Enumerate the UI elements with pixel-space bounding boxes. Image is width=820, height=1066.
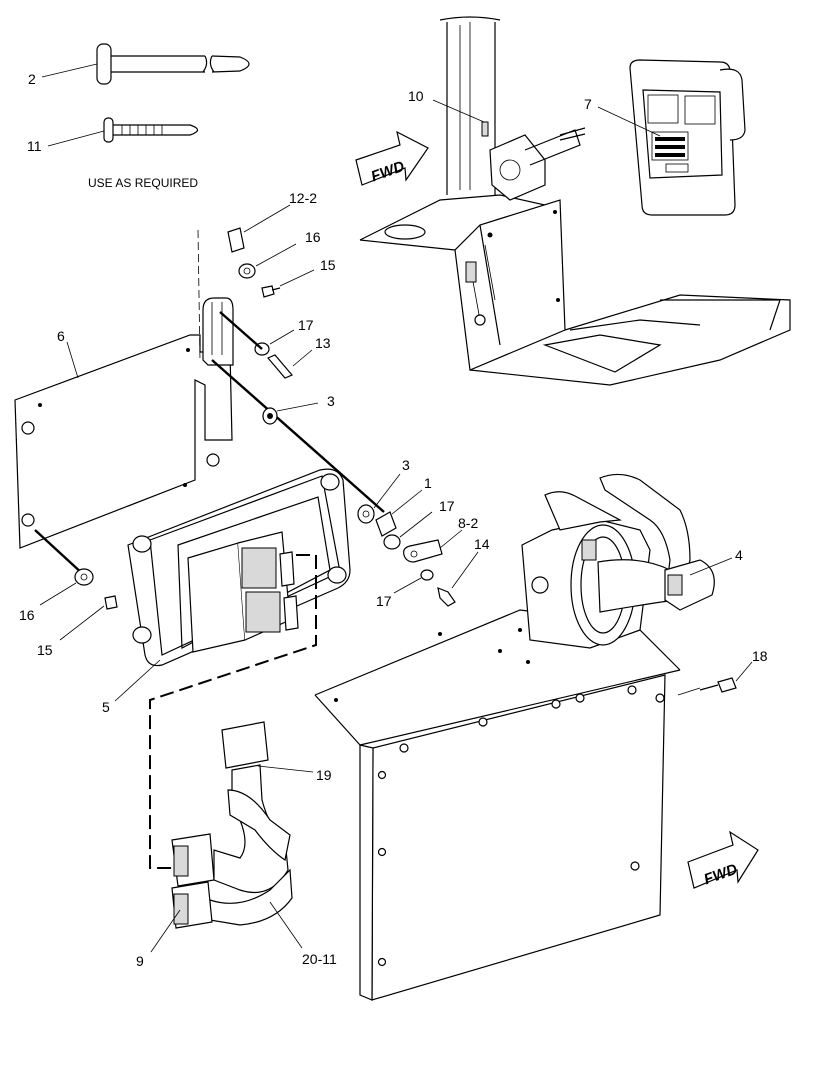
lower-console	[314, 473, 715, 1001]
callout-16a: 16	[305, 229, 321, 245]
callout-3b: 3	[402, 457, 410, 473]
callout-14: 14	[474, 536, 490, 552]
callout-16b: 16	[19, 607, 35, 623]
cable-tie-large	[96, 43, 250, 85]
callout-15b: 15	[37, 642, 53, 658]
callout-20-11: 20-11	[302, 951, 337, 967]
callout-7: 7	[584, 96, 592, 112]
callout-17a: 17	[298, 317, 314, 333]
forward-arrow-lower: FWD	[687, 830, 759, 889]
callout-4: 4	[735, 547, 743, 563]
callout-17b: 17	[439, 498, 455, 514]
callout-12-2: 12-2	[289, 190, 317, 206]
callout-labels: 2 11 10 7 12-2 16 15 17 13 6 3 3 1 17 8-…	[19, 71, 768, 969]
ecm-controller	[127, 468, 351, 667]
forward-arrow-upper: FWD	[355, 130, 429, 186]
mounting-plate	[14, 334, 233, 549]
callout-8-2: 8-2	[458, 515, 478, 531]
callout-1: 1	[424, 475, 432, 491]
callout-10: 10	[408, 88, 424, 104]
cable-tie-small	[103, 117, 199, 143]
callout-2: 2	[28, 71, 36, 87]
callout-11: 11	[27, 138, 42, 154]
callout-19: 19	[316, 767, 332, 783]
wiring-harness	[171, 721, 293, 929]
callout-9: 9	[136, 953, 144, 969]
display-monitor	[629, 59, 746, 216]
usage-note: USE AS REQUIRED	[88, 176, 198, 190]
callout-13: 13	[315, 335, 331, 351]
callout-3a: 3	[327, 393, 335, 409]
callout-6: 6	[57, 328, 65, 344]
cab-assembly	[359, 16, 791, 386]
callout-5: 5	[102, 699, 110, 715]
callout-15a: 15	[320, 257, 336, 273]
callout-18: 18	[752, 648, 768, 664]
callout-17c: 17	[376, 593, 392, 609]
